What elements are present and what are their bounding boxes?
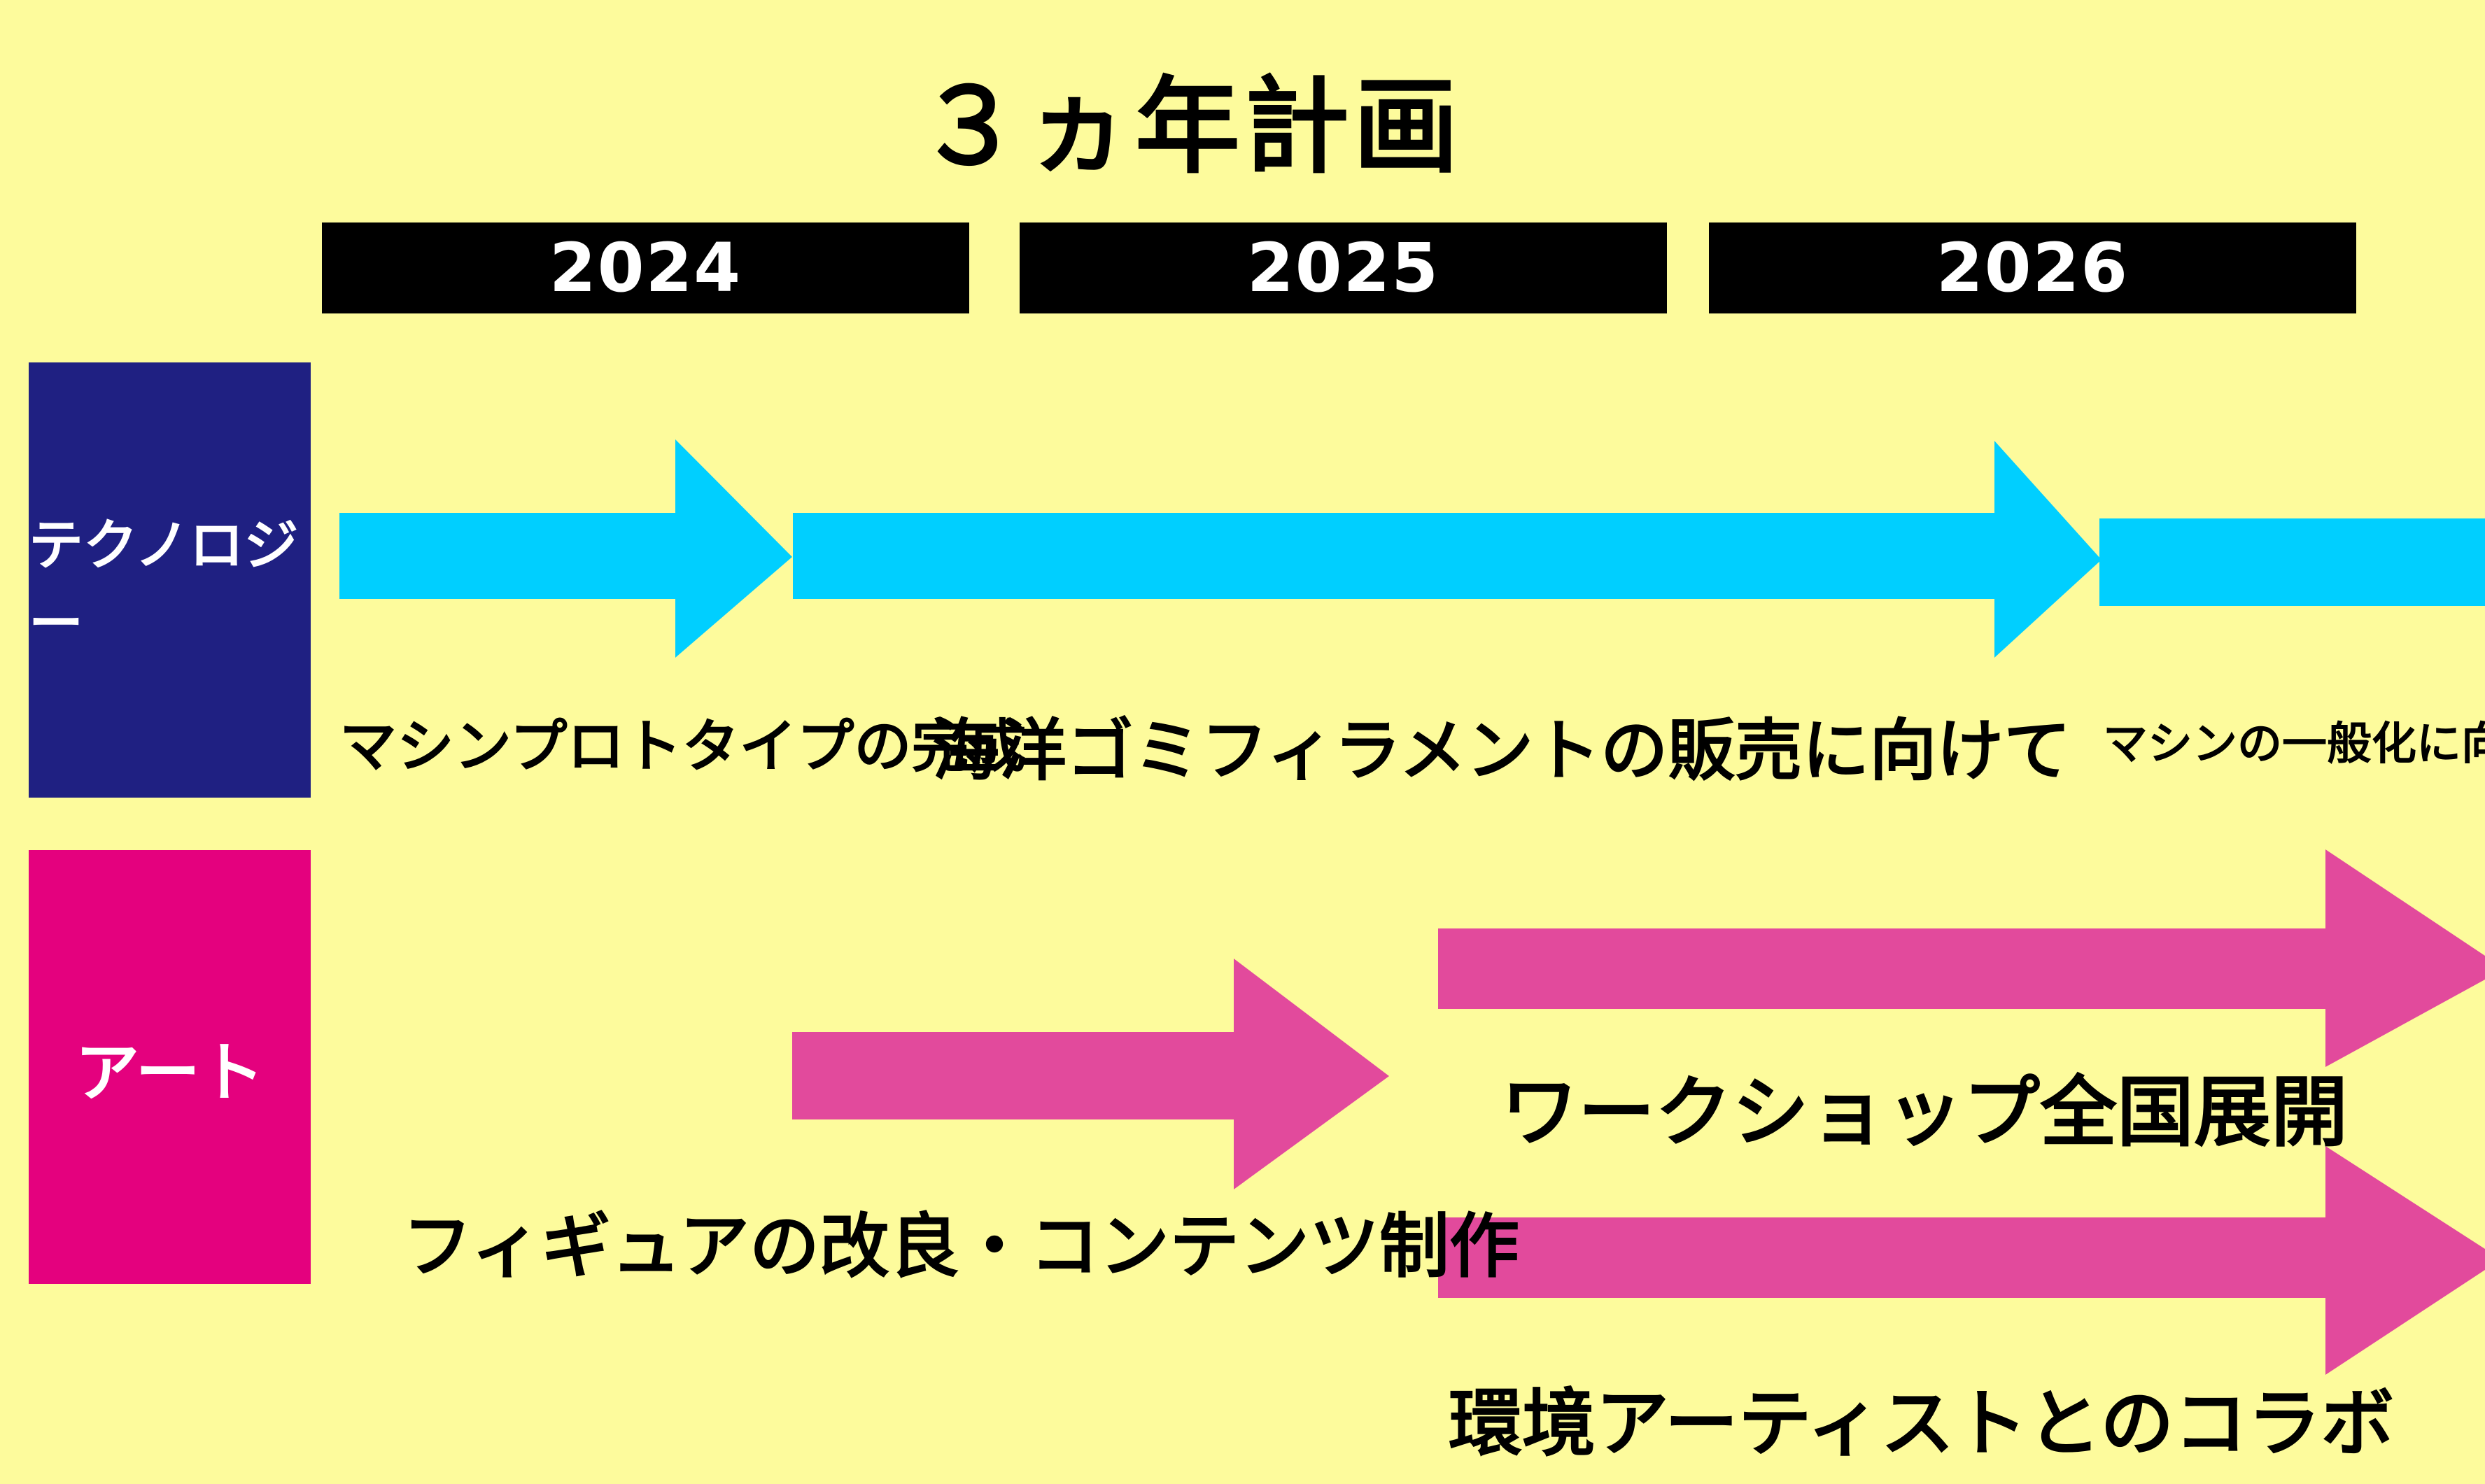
category-technology: テクノロジー [29, 362, 311, 798]
tech-milestone-prototype: マシンプロトタイプの完成 [339, 714, 1027, 780]
category-art: アート [29, 850, 311, 1284]
art-arrow-1 [792, 959, 1389, 1189]
art-milestone-artist-collab: 環境アーティストとのコラボ [1449, 1381, 2395, 1467]
tech-milestone-machine-general: マシンの一般化に向けて [2103, 719, 2485, 770]
year-2026-bar: 2026 [1709, 222, 2356, 313]
tech-arrow-1 [339, 439, 792, 658]
tech-arrow-3 [2099, 518, 2485, 606]
tech-arrow-2 [793, 441, 2102, 658]
art-milestone-figure-content: フィギュアの改良・コンテンツ制作 [402, 1206, 1519, 1287]
year-2024-bar: 2024 [322, 222, 969, 313]
art-milestone-workshop: ワークショップ全国展開 [1501, 1068, 2348, 1157]
art-arrow-2 [1438, 849, 2485, 1067]
tech-milestone-filament-sales: 海洋ゴミフィラメントの販売に向けて [932, 712, 2071, 790]
year-2025-bar: 2025 [1020, 222, 1667, 313]
page-title: ３ヵ年計画 [916, 66, 1463, 188]
art-arrow-3 [1438, 1146, 2485, 1375]
